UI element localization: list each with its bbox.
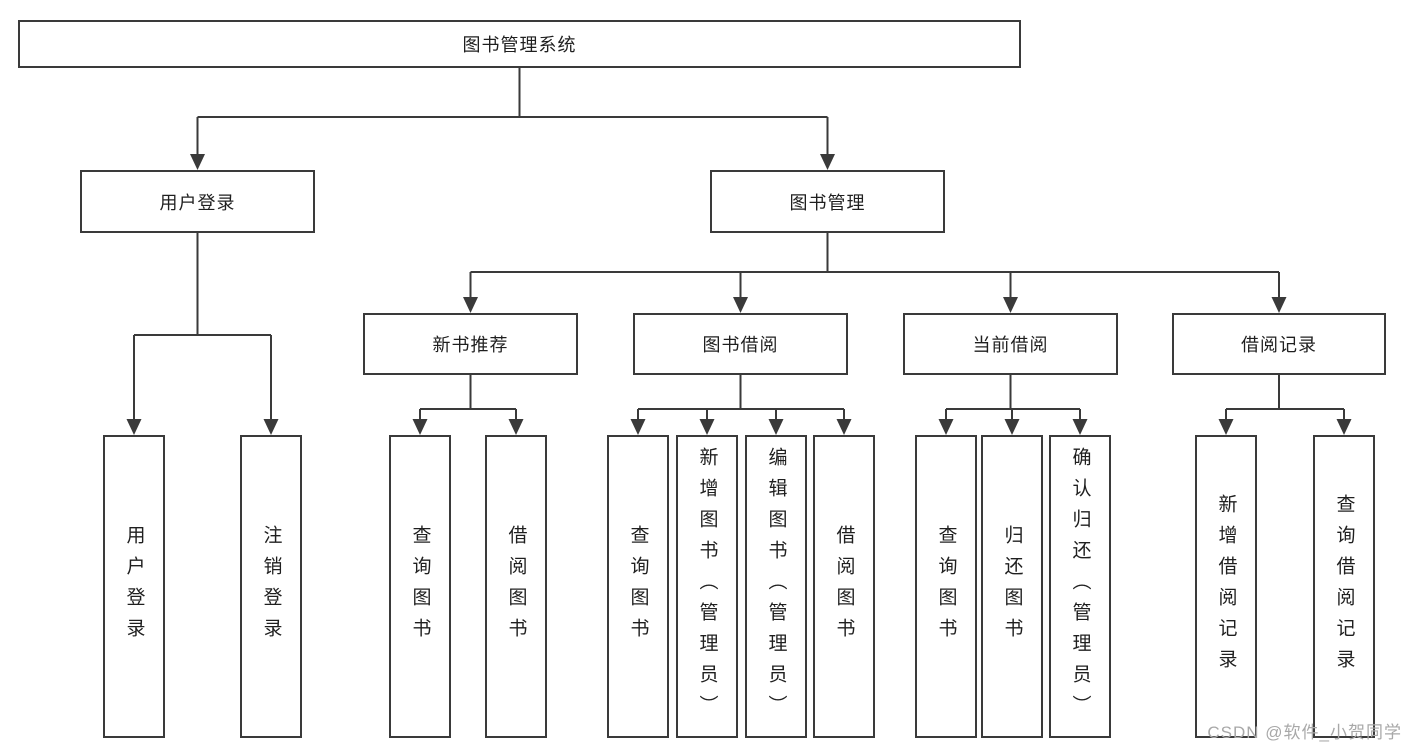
arrowhead-icon bbox=[768, 419, 784, 435]
connector-borrowing-records-children bbox=[1218, 375, 1352, 435]
connector-new-book-recommend-children bbox=[412, 375, 524, 435]
connector-book-borrowing-children bbox=[630, 375, 852, 435]
csdn-watermark: CSDN @软件_小贺同学 bbox=[1207, 723, 1402, 742]
arrowhead-icon bbox=[263, 419, 279, 435]
leaf-user-login: 用户登录 bbox=[103, 435, 165, 738]
arrowhead-icon bbox=[1336, 419, 1352, 435]
leaf-add-book-admin: 新增图书（管理员） bbox=[676, 435, 738, 738]
leaf-add-borrow-record: 新增借阅记录 bbox=[1195, 435, 1257, 738]
leaf-label: 借阅图书 bbox=[505, 524, 527, 649]
leaf-query-books-recommend: 查询图书 bbox=[389, 435, 451, 738]
leaf-query-borrow-record: 查询借阅记录 bbox=[1313, 435, 1375, 738]
arrowhead-icon bbox=[630, 419, 646, 435]
leaf-label: 查询图书 bbox=[627, 524, 649, 649]
leaf-label: 查询图书 bbox=[935, 524, 957, 649]
arrowhead-icon bbox=[1218, 419, 1234, 435]
leaf-borrow-books-recommend: 借阅图书 bbox=[485, 435, 547, 738]
node-current-borrowing: 当前借阅 bbox=[903, 313, 1118, 375]
leaf-label: 归还图书 bbox=[1001, 524, 1023, 649]
node-borrowing-records: 借阅记录 bbox=[1172, 313, 1386, 375]
arrowhead-icon bbox=[733, 297, 748, 313]
node-root: 图书管理系统 bbox=[18, 20, 1021, 68]
connector-root-to-level2 bbox=[190, 68, 835, 170]
leaf-label: 用户登录 bbox=[123, 524, 145, 649]
connector-user-login-children bbox=[126, 233, 279, 435]
node-book-borrowing: 图书借阅 bbox=[633, 313, 848, 375]
arrowhead-icon bbox=[1271, 297, 1287, 313]
arrowhead-icon bbox=[1072, 419, 1088, 435]
arrowhead-icon bbox=[836, 419, 852, 435]
leaf-label: 新增借阅记录 bbox=[1215, 493, 1237, 680]
leaf-label: 借阅图书 bbox=[833, 524, 855, 649]
arrowhead-icon bbox=[938, 419, 954, 435]
node-user-login-module: 用户登录 bbox=[80, 170, 315, 233]
connector-current-borrowing-children bbox=[938, 375, 1088, 435]
leaf-return-book: 归还图书 bbox=[981, 435, 1043, 738]
leaf-confirm-return-admin: 确认归还（管理员） bbox=[1049, 435, 1111, 738]
leaf-query-books-borrowing: 查询图书 bbox=[607, 435, 669, 738]
leaf-label: 查询图书 bbox=[409, 524, 431, 649]
leaf-edit-book-admin: 编辑图书（管理员） bbox=[745, 435, 807, 738]
arrowhead-icon bbox=[126, 419, 142, 435]
leaf-label: 编辑图书（管理员） bbox=[765, 447, 787, 726]
arrowhead-icon bbox=[508, 419, 524, 435]
connector-book-management-sections bbox=[463, 233, 1287, 313]
leaf-label: 新增图书（管理员） bbox=[696, 447, 718, 726]
leaf-label: 确认归还（管理员） bbox=[1069, 447, 1091, 726]
arrowhead-icon bbox=[463, 297, 478, 313]
arrowhead-icon bbox=[699, 419, 715, 435]
leaf-borrow-books: 借阅图书 bbox=[813, 435, 875, 738]
arrowhead-icon bbox=[820, 154, 835, 170]
node-book-management: 图书管理 bbox=[710, 170, 945, 233]
leaf-logout: 注销登录 bbox=[240, 435, 302, 738]
leaf-query-books-current: 查询图书 bbox=[915, 435, 977, 738]
arrowhead-icon bbox=[190, 154, 205, 170]
leaf-label: 查询借阅记录 bbox=[1333, 493, 1355, 680]
arrowhead-icon bbox=[1004, 419, 1020, 435]
leaf-label: 注销登录 bbox=[260, 524, 282, 649]
arrowhead-icon bbox=[412, 419, 428, 435]
node-new-book-recommend: 新书推荐 bbox=[363, 313, 578, 375]
arrowhead-icon bbox=[1003, 297, 1018, 313]
